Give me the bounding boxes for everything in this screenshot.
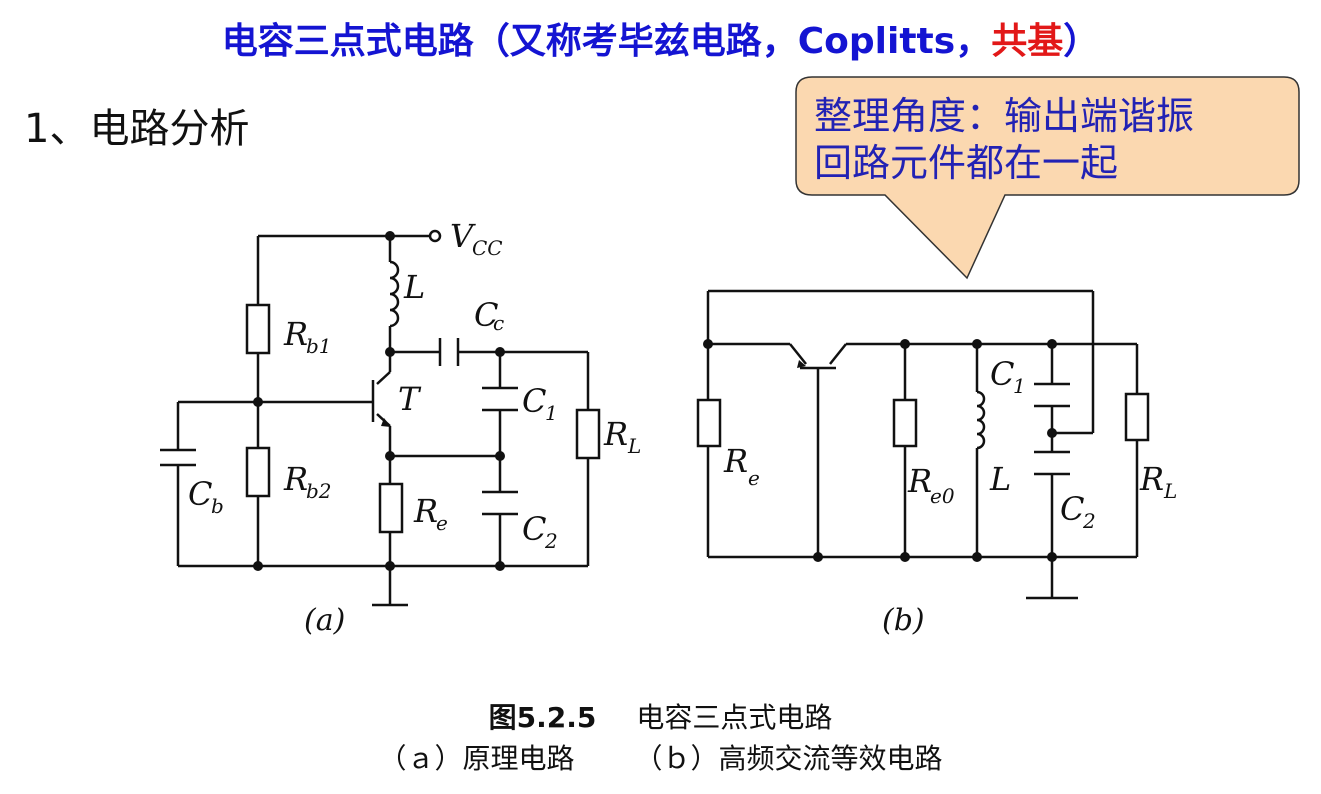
label-vcc: V (450, 217, 476, 255)
label-b-re0-sub: e0 (930, 484, 955, 508)
label-a: (a) (304, 603, 345, 638)
label-cc-sub: c (493, 311, 504, 335)
figure-number: 图5.2.5 (488, 701, 597, 734)
figure-title: 电容三点式电路 (636, 701, 833, 734)
label-rb2: R (283, 460, 308, 498)
label-re-sub: e (436, 511, 448, 535)
label-rb1: R (283, 315, 308, 353)
label-b-c2-sub: 2 (1082, 509, 1096, 533)
label-b-rl: R (1139, 460, 1164, 498)
label-rb2-sub: b2 (306, 479, 332, 503)
label-b: (b) (882, 603, 925, 638)
label-rl-sub: L (627, 434, 641, 458)
circuit-a-nodes (253, 231, 505, 571)
label-c1: C (522, 382, 546, 420)
callout-text: 整理角度：输出端谐振 回路元件都在一起 (814, 93, 1289, 187)
label-b-c1: C (990, 355, 1014, 393)
callout-line-2: 回路元件都在一起 (814, 141, 1119, 185)
label-vcc-sub: CC (472, 236, 503, 260)
label-cb: C (188, 475, 212, 513)
label-b-rl-sub: L (1163, 479, 1177, 503)
figure-caption: 图5.2.5 电容三点式电路 (0, 696, 1321, 736)
subcaption-b: （ｂ）高频交流等效电路 (634, 742, 943, 775)
title-main: 电容三点式电路（又称考毕兹电路，Coplitts， (221, 21, 992, 62)
subcaption-a: （ａ）原理电路 (378, 742, 575, 775)
label-b-l: L (989, 460, 1011, 498)
figure-subcaption: （ａ）原理电路 （ｂ）高频交流等效电路 (0, 737, 1321, 777)
circuit-a (160, 229, 601, 607)
label-b-re0: R (907, 462, 932, 500)
label-c2: C (522, 510, 546, 548)
label-b-re: R (723, 442, 748, 480)
callout-bubble (795, 76, 1300, 280)
label-rb1-sub: b1 (306, 334, 332, 358)
label-b-c2: C (1060, 490, 1084, 528)
title-end: ） (1063, 21, 1100, 62)
label-b-c1-sub: 1 (1013, 374, 1026, 398)
callout-line-1: 整理角度：输出端谐振 (814, 94, 1195, 138)
circuit-b (696, 289, 1150, 600)
circuit-a-labels: V CC L C c R b1 T C 1 R L C b R b2 R e C… (188, 217, 641, 638)
label-c1-sub: 1 (545, 401, 558, 425)
label-rl: R (603, 415, 628, 453)
label-b-re-sub: e (748, 466, 760, 490)
label-t: T (398, 380, 422, 418)
label-cc: C (474, 296, 498, 334)
label-l: L (403, 268, 425, 306)
title-highlight: 共基 (991, 21, 1064, 62)
label-c2-sub: 2 (544, 529, 558, 553)
label-cb-sub: b (211, 494, 224, 518)
slide-title: 电容三点式电路（又称考毕兹电路，Coplitts，共基） (0, 12, 1321, 64)
circuit-b-labels: R e R e0 C 1 L C 2 R L (b) (723, 355, 1177, 638)
circuit-b-nodes (703, 339, 1057, 562)
label-re: R (413, 492, 438, 530)
section-heading: 1、电路分析 (24, 106, 250, 152)
